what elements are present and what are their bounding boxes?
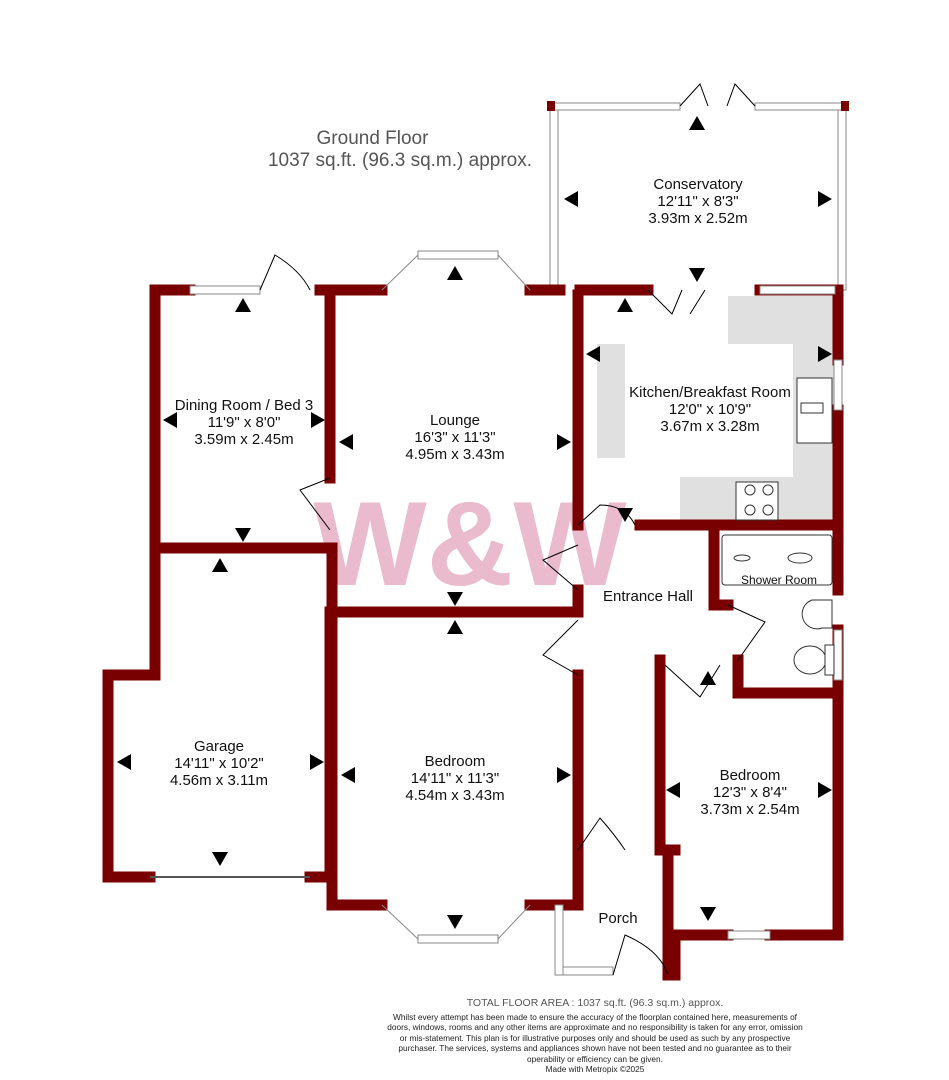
room-name: Bedroom [720,767,781,784]
room-imperial: 11'9" x 8'0" [208,414,281,431]
room-metric: 3.59m x 2.45m [194,431,293,448]
floor-area: 1037 sq.ft. (96.3 sq.m.) approx. [267,150,533,171]
room-metric: 3.93m x 2.52m [648,210,747,227]
room-shower: Shower Room [741,573,817,587]
basin-icon [801,599,833,630]
room-metric: 3.73m x 2.54m [700,801,799,818]
room-imperial: 14'11" x 10'2" [174,755,264,772]
room-metric: 4.54m x 3.43m [405,787,504,804]
room-imperial: 16'3" x 11'3" [414,429,495,446]
room-dining: Dining Room / Bed 3 11'9" x 8'0" 3.59m x… [175,397,313,448]
room-imperial: 14'11" x 11'3" [411,770,499,787]
room-metric: 4.95m x 3.43m [405,446,504,463]
room-entrance-hall: Entrance Hall [603,588,693,605]
credit: Made with Metropix ©2025 [545,1064,645,1074]
room-name: Bedroom [425,753,486,770]
dimension-arrows [117,116,832,929]
room-metric: 4.56m x 3.11m [170,772,268,789]
footer: TOTAL FLOOR AREA : 1037 sq.ft. (96.3 sq.… [385,998,805,1075]
room-name: Conservatory [653,176,743,193]
room-imperial: 12'3" x 8'4" [713,784,787,801]
windows [150,250,843,944]
room-garage: Garage 14'11" x 10'2" 4.56m x 3.11m [170,738,268,789]
hob-icon [735,481,779,521]
room-name: Kitchen/Breakfast Room [629,384,791,401]
floor-name: Ground Floor [316,128,429,149]
room-bedroom-2: Bedroom 12'3" x 8'4" 3.73m x 2.54m [700,767,799,818]
room-name: Lounge [430,412,480,429]
room-name: Dining Room / Bed 3 [175,397,313,414]
disclaimer: Whilst every attempt has been made to en… [387,1011,803,1064]
room-metric: 3.67m x 3.28m [660,418,759,435]
sink-icon [796,377,833,444]
room-bedroom-1: Bedroom 14'11" x 11'3" 4.54m x 3.43m [405,753,504,804]
toilet-icon [793,644,835,676]
room-kitchen: Kitchen/Breakfast Room 12'0" x 10'9" 3.6… [629,384,791,435]
total-floor-area: TOTAL FLOOR AREA : 1037 sq.ft. (96.3 sq.… [466,997,724,1009]
room-porch: Porch [598,910,637,927]
room-imperial: 12'0" x 10'9" [669,401,751,418]
room-conservatory: Conservatory 12'11" x 8'3" 3.93m x 2.52m [648,176,747,227]
room-imperial: 12'11" x 8'3" [657,193,738,210]
room-name: Garage [194,738,244,755]
shower-tray-icon [721,534,833,586]
room-lounge: Lounge 16'3" x 11'3" 4.95m x 3.43m [405,412,504,463]
walls [102,284,844,981]
